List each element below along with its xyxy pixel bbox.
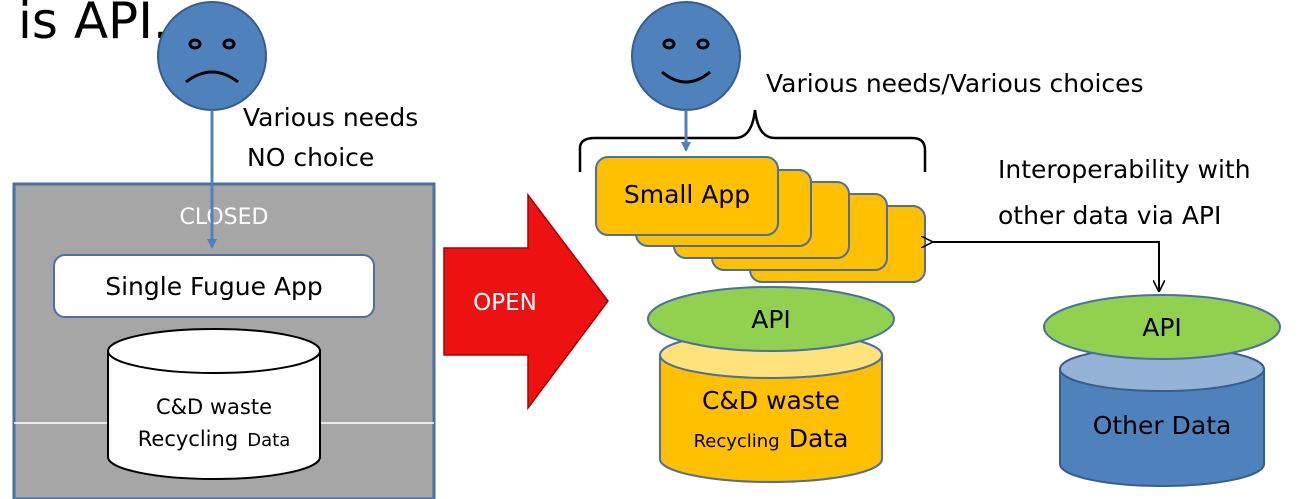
header-fragment: is API. bbox=[18, 0, 169, 50]
open-arrow-label: OPEN bbox=[473, 290, 537, 316]
closed-data-line2: Recycling Data bbox=[138, 427, 290, 451]
small-app-label: Small App bbox=[624, 180, 750, 209]
open-data-data-word: Data bbox=[789, 424, 849, 453]
other-data-label: Other Data bbox=[1093, 411, 1232, 440]
other-api-label: API bbox=[1142, 313, 1182, 342]
left-needs-line2: NO choice bbox=[247, 143, 374, 172]
other-data-cylinder bbox=[1059, 346, 1265, 487]
closed-data-line1: C&D waste bbox=[156, 395, 272, 419]
single-fugue-app-label: Single Fugue App bbox=[105, 272, 323, 301]
closed-data-data-word: Data bbox=[247, 430, 290, 451]
left-needs-line1: Various needs bbox=[243, 103, 418, 132]
closed-label: CLOSED bbox=[180, 205, 269, 230]
open-arrow-shape bbox=[443, 192, 609, 411]
choices-brace bbox=[578, 109, 927, 172]
open-api-ellipse bbox=[647, 286, 895, 352]
sad-face-icon bbox=[157, 1, 267, 111]
small-app-stack bbox=[595, 156, 926, 283]
happy-face-icon bbox=[631, 1, 741, 111]
interop-line1: Interoperability with bbox=[998, 155, 1251, 184]
other-api-ellipse bbox=[1043, 294, 1281, 360]
open-api-label: API bbox=[751, 305, 791, 334]
closed-data-recycling: Recycling bbox=[138, 427, 238, 451]
choices-label: Various needs/Various choices bbox=[766, 69, 1144, 98]
closed-data-cylinder bbox=[107, 328, 321, 480]
interop-line2: other data via API bbox=[998, 201, 1221, 230]
small-app-card-1 bbox=[595, 156, 779, 236]
open-data-line1: C&D waste bbox=[702, 386, 840, 415]
open-data-recycling: Recycling bbox=[694, 431, 780, 452]
interop-connector bbox=[931, 242, 1159, 290]
open-data-line2: Recycling Data bbox=[694, 424, 849, 453]
single-fugue-app-box bbox=[53, 254, 375, 318]
